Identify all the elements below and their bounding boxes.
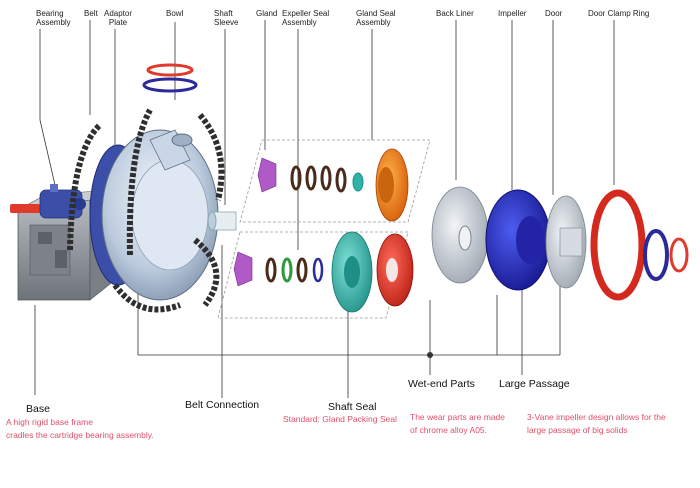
callout-wet-end-note-line2: of chrome alloy A05. <box>410 425 488 435</box>
label-gland: Gland <box>256 9 278 18</box>
belt-segments <box>67 108 225 313</box>
expeller-rings <box>265 257 324 283</box>
callout-belt-connection-title: Belt Connection <box>185 399 260 411</box>
shaft-sleeve <box>207 211 237 231</box>
shaft-end <box>10 204 40 213</box>
label-shaft-sleeve: Shaft Sleeve <box>214 9 238 27</box>
label-bowl: Bowl <box>166 9 184 18</box>
door-clamp-ring <box>590 189 646 301</box>
callout-shaft-seal-title: Shaft Seal <box>328 401 377 413</box>
impeller <box>485 189 551 291</box>
label-expeller-seal-line1: Expeller Seal <box>282 9 330 18</box>
label-gland-seal-line2: Assembly <box>356 18 391 27</box>
label-adaptor-plate-line1: Adaptor <box>104 9 133 18</box>
callout-wet-end-title: Wet-end Parts <box>408 378 475 390</box>
callout-base-note-line1: A high rigid base frame <box>6 417 93 427</box>
label-back-liner: Back Liner <box>436 9 474 18</box>
door <box>545 195 587 289</box>
bowl-seal-ring-red <box>146 63 194 77</box>
gland-seal-frame <box>239 139 431 223</box>
back-liner <box>431 186 489 284</box>
callout-wet-end-note-line1: The wear parts are made <box>410 412 505 422</box>
label-adaptor-plate: Adaptor Plate <box>104 9 132 27</box>
callout-large-passage-note: 3-Vane impeller design allows for the la… <box>527 411 666 437</box>
label-gland-seal-assembly: Gland Seal Assembly <box>356 9 396 27</box>
bowl-seal-ring-blue <box>142 77 198 93</box>
label-expeller-seal-assembly: Expeller Seal Assembly <box>282 9 329 27</box>
gland-upper <box>257 157 277 193</box>
callout-shaft-seal-note: Standard: Gland Packing Seal <box>283 414 397 424</box>
label-shaft-sleeve-line2: Sleeve <box>214 18 239 27</box>
label-impeller: Impeller <box>498 9 527 18</box>
expeller-red <box>376 233 414 307</box>
callout-wet-end-note: The wear parts are made of chrome alloy … <box>410 411 505 437</box>
junction-dot <box>427 352 433 358</box>
callout-large-passage-note-line1: 3-Vane impeller design allows for the <box>527 412 666 422</box>
callout-large-passage-note-line2: large passage of big solids <box>527 425 628 435</box>
callout-base-note: A high rigid base frame cradles the cart… <box>6 416 154 442</box>
label-shaft-sleeve-line1: Shaft <box>214 9 233 18</box>
label-bearing-assembly: Bearing Assembly <box>36 9 71 27</box>
label-bearing-assembly-line1: Bearing <box>36 9 64 18</box>
label-bearing-assembly-line2: Assembly <box>36 18 71 27</box>
gland-seal-orange <box>375 148 409 222</box>
top-leader-lines <box>39 20 615 250</box>
end-seal-ring-blue <box>643 229 669 281</box>
bottom-leader-lines <box>34 245 561 398</box>
gland-lower <box>233 251 253 287</box>
label-gland-seal-line1: Gland Seal <box>356 9 396 18</box>
callout-base-title: Base <box>26 403 50 415</box>
label-expeller-seal-line2: Assembly <box>282 18 317 27</box>
bearing-assembly <box>39 184 86 219</box>
callout-large-passage-title: Large Passage <box>499 378 570 390</box>
casing-bowl <box>101 129 219 301</box>
label-belt: Belt <box>84 9 98 18</box>
gland-seal-rings <box>290 165 364 193</box>
callout-base-note-line2: cradles the cartridge bearing assembly. <box>6 430 154 440</box>
expeller-ring-teal <box>331 231 373 313</box>
label-door: Door <box>545 9 563 18</box>
label-adaptor-plate-line2: Plate <box>108 18 128 27</box>
label-door-clamp-ring: Door Clamp Ring <box>588 9 650 18</box>
end-seal-ring-red <box>669 237 689 273</box>
